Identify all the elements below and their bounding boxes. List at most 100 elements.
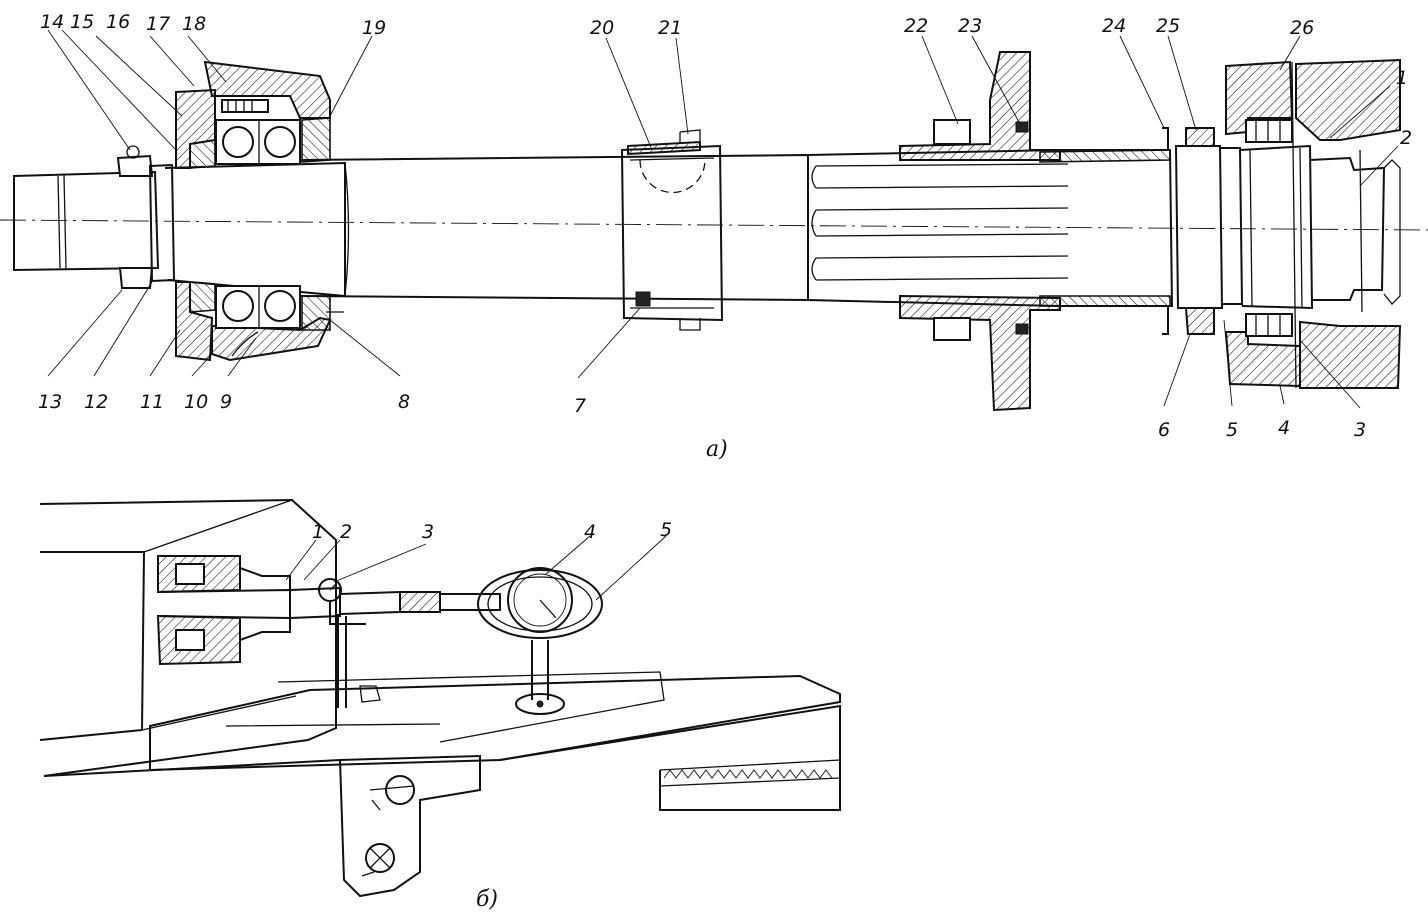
label-12: 12 bbox=[84, 391, 108, 413]
headstock-base-edge bbox=[141, 695, 297, 731]
spline-grooves bbox=[815, 163, 1069, 281]
mandrel-body bbox=[339, 590, 401, 615]
bed-rack-edges bbox=[659, 759, 841, 787]
key-top bbox=[679, 129, 701, 146]
bearing-ball-bottom-1 bbox=[222, 290, 254, 322]
label-18: 18 bbox=[182, 13, 206, 35]
label-1: 1 bbox=[1396, 67, 1408, 89]
bearing-race-top bbox=[215, 119, 301, 165]
label-20: 20 bbox=[590, 17, 614, 39]
inner-sleeve-bottom bbox=[189, 281, 216, 313]
base-screw bbox=[536, 700, 544, 708]
housing-cover-top bbox=[203, 60, 331, 119]
large-dial-indicator bbox=[507, 567, 573, 633]
shaft-left-thread-line bbox=[57, 174, 67, 270]
sleeve-top-section bbox=[1039, 149, 1171, 163]
roller-bearing-top bbox=[1245, 119, 1293, 143]
headstock-front-face bbox=[39, 551, 146, 741]
apron bbox=[338, 754, 481, 898]
gear-tooth-top bbox=[933, 119, 971, 145]
label-22: 22 bbox=[904, 15, 928, 37]
key-hidden-outline bbox=[639, 159, 706, 194]
bolt-thread bbox=[227, 100, 253, 112]
tapered-bearing-cone bbox=[1239, 144, 1314, 310]
label-24: 24 bbox=[1102, 15, 1126, 37]
apron-handwheel bbox=[365, 843, 395, 873]
gear-sleeve-edges bbox=[629, 157, 715, 309]
shaft-shoulder bbox=[344, 162, 350, 297]
cone-edges bbox=[1249, 147, 1303, 309]
headstock-outline bbox=[39, 498, 337, 777]
shaft-body bbox=[299, 153, 809, 302]
seal-ring-top bbox=[301, 117, 331, 163]
mandrel-coupling bbox=[399, 591, 441, 613]
label-b-3: 3 bbox=[422, 521, 434, 543]
label-6: 6 bbox=[1158, 419, 1170, 441]
rear-housing-top-left bbox=[1225, 60, 1294, 136]
mandrel-shank bbox=[289, 586, 341, 619]
nut-screw-head bbox=[126, 145, 140, 159]
label-b-2: 2 bbox=[340, 521, 352, 543]
rear-shaft-end bbox=[1309, 156, 1386, 301]
rear-housing-bottom-left bbox=[1224, 331, 1301, 388]
label-17: 17 bbox=[146, 13, 170, 35]
rear-nut-top bbox=[1185, 127, 1215, 147]
leader-lines-bottom bbox=[47, 281, 1361, 409]
label-7: 7 bbox=[574, 395, 586, 417]
rear-housing-top-right bbox=[1295, 58, 1401, 141]
carriage-slides bbox=[225, 671, 665, 743]
shaft-bearing-seat bbox=[164, 161, 346, 298]
indicator-clamp bbox=[359, 685, 381, 703]
gear-hub-bottom bbox=[899, 294, 1061, 412]
bearing-ball-top-1 bbox=[222, 126, 254, 158]
handwheel-inner bbox=[487, 576, 593, 632]
apron-handwheel-spokes bbox=[361, 847, 391, 877]
spindle-bore bbox=[157, 588, 291, 620]
alignment-check-view: 1 2 3 4 5 б) bbox=[39, 498, 841, 912]
large-dial-scale bbox=[513, 573, 567, 627]
flange-bolt bbox=[221, 99, 269, 113]
small-dial-indicator bbox=[318, 578, 342, 602]
spindle-assembly-view: 14 15 16 17 18 19 20 21 22 23 24 25 26 1… bbox=[0, 11, 1428, 462]
caption-b: б) bbox=[476, 887, 498, 912]
label-3: 3 bbox=[1354, 419, 1366, 441]
rear-spacer bbox=[1220, 147, 1244, 305]
headstock-edge bbox=[143, 499, 293, 553]
spline-ends bbox=[811, 165, 817, 281]
sleeve-bottom-section bbox=[1039, 295, 1171, 307]
bed-front-line bbox=[43, 759, 341, 777]
small-dial-needle bbox=[329, 583, 337, 591]
large-dial-needle bbox=[539, 599, 557, 619]
label-4: 4 bbox=[1278, 417, 1290, 439]
shaft-left-end bbox=[13, 170, 160, 272]
label-10: 10 bbox=[184, 391, 208, 413]
handwheel-base bbox=[515, 693, 565, 715]
label-11: 11 bbox=[140, 391, 164, 413]
caption-a: а) bbox=[706, 437, 728, 462]
label-5: 5 bbox=[1226, 419, 1238, 441]
bearing-ball-top-2 bbox=[264, 126, 296, 158]
rear-nut-bottom bbox=[1184, 307, 1215, 335]
label-b-5: 5 bbox=[660, 519, 672, 541]
bed-rack-teeth bbox=[663, 769, 833, 779]
gear-hub-top bbox=[899, 51, 1061, 161]
lock-nut-top bbox=[116, 154, 154, 177]
label-19: 19 bbox=[362, 17, 386, 39]
key-bottom bbox=[679, 318, 701, 331]
rear-shaft-step bbox=[1359, 149, 1363, 313]
seal-ring-bottom bbox=[301, 295, 331, 331]
indicator-arm bbox=[329, 602, 366, 625]
mandrel-extension bbox=[440, 593, 501, 611]
label-b-1: 1 bbox=[312, 521, 324, 543]
retaining-pin bbox=[635, 291, 651, 307]
gear-tooth-bottom bbox=[933, 317, 971, 341]
label-23: 23 bbox=[958, 15, 982, 37]
gear-seal-bottom bbox=[1015, 323, 1029, 335]
leader-lines-top bbox=[47, 29, 1301, 151]
rollers bbox=[1255, 120, 1281, 336]
spacer-collar bbox=[148, 163, 176, 283]
rear-nut bbox=[1174, 145, 1224, 309]
label-21: 21 bbox=[658, 17, 682, 39]
label-14: 14 bbox=[40, 11, 64, 33]
shaft-end-cap bbox=[1383, 159, 1401, 305]
